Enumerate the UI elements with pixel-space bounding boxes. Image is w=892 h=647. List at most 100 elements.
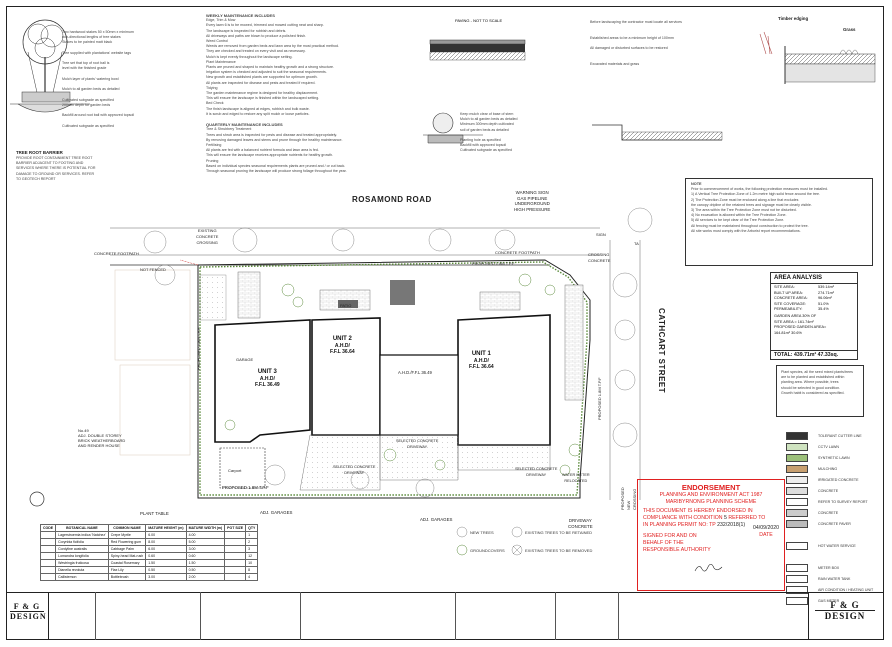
plant-table-cell: Coastal Rosemary (107, 559, 147, 567)
legend-swatch (786, 531, 806, 538)
unit-3-level: A.H.D/ F.F.L 36.49 (255, 376, 280, 388)
paving-section-detail: PAVING - NOT TO SCALE (429, 18, 526, 61)
plant-table-cell: Cabbage Palm (107, 545, 147, 553)
plant-table-cell: 0.50 (145, 566, 187, 574)
legend-row: GAS METER (786, 595, 876, 606)
area-row-value: 35.4% (818, 307, 829, 312)
legend-label: SYNTHETIC LAWN (818, 455, 850, 460)
adj-garages-label-2: ADJ. GARAGES (420, 517, 453, 522)
endorsement-permit-line: IN PLANNING PERMIT NO: TP 232/2018(1) (643, 522, 779, 529)
endorsement-text-2: COMPLIANCE WITH CONDITION (643, 515, 723, 521)
signature (694, 564, 723, 572)
endorsement-text-3: IN PLANNING PERMIT NO: TP (643, 522, 716, 528)
legend-row (786, 529, 876, 540)
legend-label: CCTV LAWN (818, 444, 840, 449)
plant-table-cell: 6.00 (145, 531, 187, 539)
legend-swatch (786, 574, 808, 583)
signed-line-1: SIGNED FOR AND ON (643, 533, 697, 539)
legend-swatch (786, 453, 808, 462)
plant-table-cell: Crepe Myrtle (107, 531, 147, 539)
plant-table-cell: 0.60 (145, 552, 187, 560)
legend-label: TOLERANT CUTTER LINE (818, 433, 862, 438)
drawing-sheet (6, 6, 884, 640)
legend-label: MULCHING (818, 466, 838, 471)
unit-1-name: UNIT 1 (471, 351, 491, 357)
plant-table-cell: Dianella revoluta (55, 566, 109, 574)
grass-label: Grass (843, 27, 856, 32)
legend-swatch (786, 519, 808, 528)
plant-table-header: COMMON NAME (107, 524, 147, 532)
legend-swatch (786, 464, 808, 473)
logo-bottom: DESIGN (10, 611, 47, 621)
plant-table-cell (39, 573, 57, 581)
legend-row: CONCRETE (786, 507, 876, 518)
plant-table-header: CODE (39, 524, 57, 532)
mulch-bed-detail (423, 112, 483, 144)
legend-swatch (786, 486, 808, 495)
plant-table-cell (224, 531, 247, 539)
tree-planting-notes: Two hardwood stakes 50 x 50mm x minimum … (62, 30, 135, 128)
legend-swatch (786, 563, 808, 572)
endorsement-stamp: ENDORSEMENT PLANNING AND ENVIRONMENT ACT… (637, 479, 785, 591)
maintenance-notes: WEEKLY MAINTENANCE INCLUDES Edge, Trim &… (206, 13, 347, 174)
endorsement-scheme: MARIBYRNONG PLANNING SCHEME (665, 499, 757, 505)
plant-table-cell: 5.00 (185, 538, 226, 546)
legend-label: REFER TO SURVEY REPORT (818, 499, 868, 504)
legend-row: IRRIGATED CONCRETE (786, 474, 876, 485)
unit-1-label: UNIT 1 A.H.D/ F.F.L 36.64 (469, 350, 494, 370)
endorsement-text-2b: REFERRED TO (728, 515, 766, 521)
timber-edging-label: Timber edging (778, 16, 809, 21)
legend-label: GAS METER (818, 598, 840, 603)
area-row-label: SITE COVERAGE: (774, 301, 807, 306)
unit-1-level: A.H.D/ F.F.L 36.64 (469, 358, 494, 370)
plant-table-cell: 3.00 (185, 545, 226, 553)
legend-label: CONCRETE PAVER (818, 521, 851, 526)
unit-2-label: UNIT 2 A.H.D/ F.F.L 36.64 (330, 335, 355, 355)
tree-root-barrier-notes: PROVIDE ROOT CONTAINMENT TREE ROOT BARRI… (16, 156, 96, 181)
area-row-value: 96.06m² (818, 296, 832, 301)
area-row-label: CONCRETE AREA: (774, 296, 808, 301)
edge-detail (592, 124, 723, 141)
logo-top-right: F & G (830, 600, 860, 610)
legend-swatch (786, 585, 808, 594)
garden-line-3: PROPOSED GARDEN AREA= (774, 325, 827, 330)
legend-swatch (786, 541, 808, 550)
proposed-fence-bottom-label: PROPOSED 1.8M T.P.F (222, 485, 269, 490)
selected-concrete-3: SELECTED CONCRETE DRIVEWAY (515, 467, 558, 477)
plant-table-cell: Cordyline australis (55, 545, 109, 553)
plant-table-cell: 3.00 (145, 573, 187, 581)
garden-value: 164.81m² 30.6% (774, 330, 802, 335)
svg-text:PAVING - NOT TO SCALE: PAVING - NOT TO SCALE (455, 18, 503, 23)
rosamond-road-label: ROSAMOND ROAD (352, 195, 432, 204)
legend-label: CONCRETE (818, 510, 839, 515)
plant-table-cell: 12 (245, 552, 259, 560)
plant-table-header: BOTANICAL NAME (55, 524, 109, 532)
plant-table-cell (224, 552, 247, 560)
garden-line-2: SITE AREA = 161.74m² (774, 319, 814, 324)
tree-planting-detail (10, 19, 90, 113)
plant-table-header: QTY (245, 524, 259, 532)
legend-row: RAIN WATER TANK (786, 573, 876, 584)
legend-swatch (786, 553, 806, 560)
unit-3-name: UNIT 3 (257, 369, 277, 375)
sign-tag-label: SIGN (596, 232, 606, 237)
legend-label: IRRIGATED CONCRETE (818, 477, 859, 482)
area-row-value: 274.71m² (818, 290, 835, 295)
legend-label: AIR CONDITION / HEATING UNIT (818, 587, 874, 592)
unit-2-level: A.H.D/ F.F.L 36.64 (330, 343, 355, 355)
water-meter-label: WATER METER RELOCATED (562, 473, 590, 483)
plant-table-cell: Westringia fruticosa (55, 559, 109, 567)
area-row: CONCRETE AREA: 96.06m² (774, 296, 854, 302)
gas-warning-sign-label: WARNING SIGN GAS PIPELINE UNDERGROUND HI… (514, 190, 551, 212)
legend-row: CONCRETE (786, 485, 876, 496)
legend-label: CONCRETE (818, 488, 839, 493)
plant-table-cell: Red Flowering gum (107, 538, 147, 546)
plant-table-cell: 8 (245, 566, 259, 574)
tree-legend (456, 526, 523, 556)
legend-row: HOT WATER SERVICE (786, 540, 876, 551)
trees-removed-label: EXISTING TREES TO BE REMOVED (525, 548, 593, 553)
legend-row: SYNTHETIC LAWN (786, 452, 876, 463)
